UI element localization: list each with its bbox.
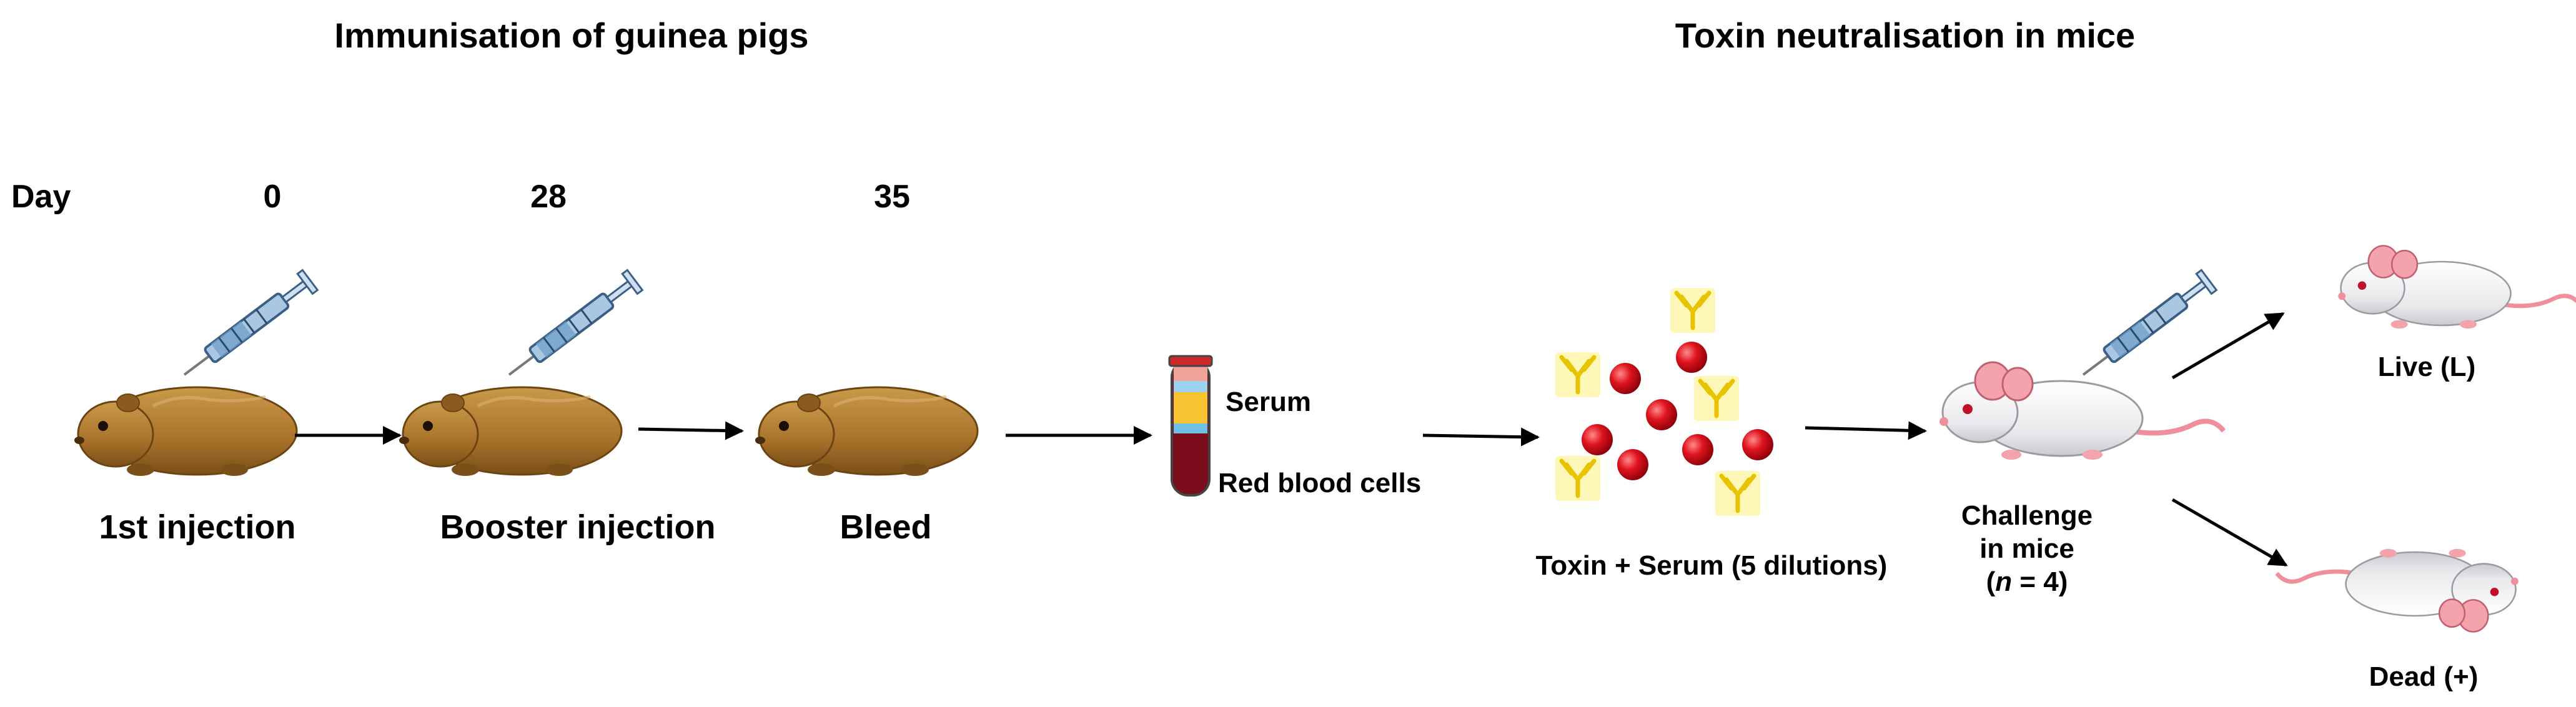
label-first-injection: 1st injection [99,508,295,546]
antibody-icon [1555,352,1600,397]
toxin-particle-icon [1582,424,1613,455]
toxin-serum-mixture [1555,288,1773,516]
blood-tube-icon [1168,355,1213,497]
guinea-pig-icon [399,387,622,476]
toxin-particle-icon [1646,399,1677,430]
mouse-icon [1939,362,2224,460]
heading-immunisation: Immunisation of guinea pigs [334,16,808,55]
toxin-particle-icon [1676,342,1707,373]
guinea-pig-icon [74,387,297,476]
label-bleed: Bleed [840,508,931,546]
arrow-icon [2171,312,2285,380]
mouse-icon [2338,246,2576,329]
challenge-line1: Challenge [1961,500,2093,531]
antibody-icon [1694,376,1739,421]
mouse-icon [2277,549,2519,632]
day-label: Day [11,179,71,215]
outcome-dead: Dead (+) [2369,661,2479,692]
arrow-icon [2171,498,2288,567]
day-28: 28 [530,179,567,215]
outcome-live: Live (L) [2378,352,2475,382]
tube-rbc-label: Red blood cells [1218,468,1421,498]
arrow-icon [1805,421,1927,440]
heading-neutralisation: Toxin neutralisation in mice [1675,16,2135,55]
arrow-icon [1422,427,1540,447]
challenge-line2: in mice [1979,533,2074,564]
day-0: 0 [264,179,282,215]
syringe-icon [183,269,319,376]
challenge-sample-size: (n = 4) [1986,566,2068,597]
antibody-icon [1715,471,1760,516]
syringe-icon [2082,269,2218,376]
toxin-particle-icon [1682,434,1713,465]
guinea-pig-icon [755,387,978,476]
arrow-icon [638,421,744,440]
syringe-icon [508,269,644,376]
toxin-particle-icon [1617,449,1648,480]
mixture-label: Toxin + Serum (5 dilutions) [1536,550,1888,581]
label-booster-injection: Booster injection [440,508,715,546]
antibody-icon [1670,288,1715,333]
tube-serum-label: Serum [1226,387,1311,417]
toxin-particle-icon [1742,429,1773,460]
toxin-particle-icon [1610,363,1641,394]
day-35: 35 [874,179,910,215]
antibody-icon [1555,456,1600,501]
